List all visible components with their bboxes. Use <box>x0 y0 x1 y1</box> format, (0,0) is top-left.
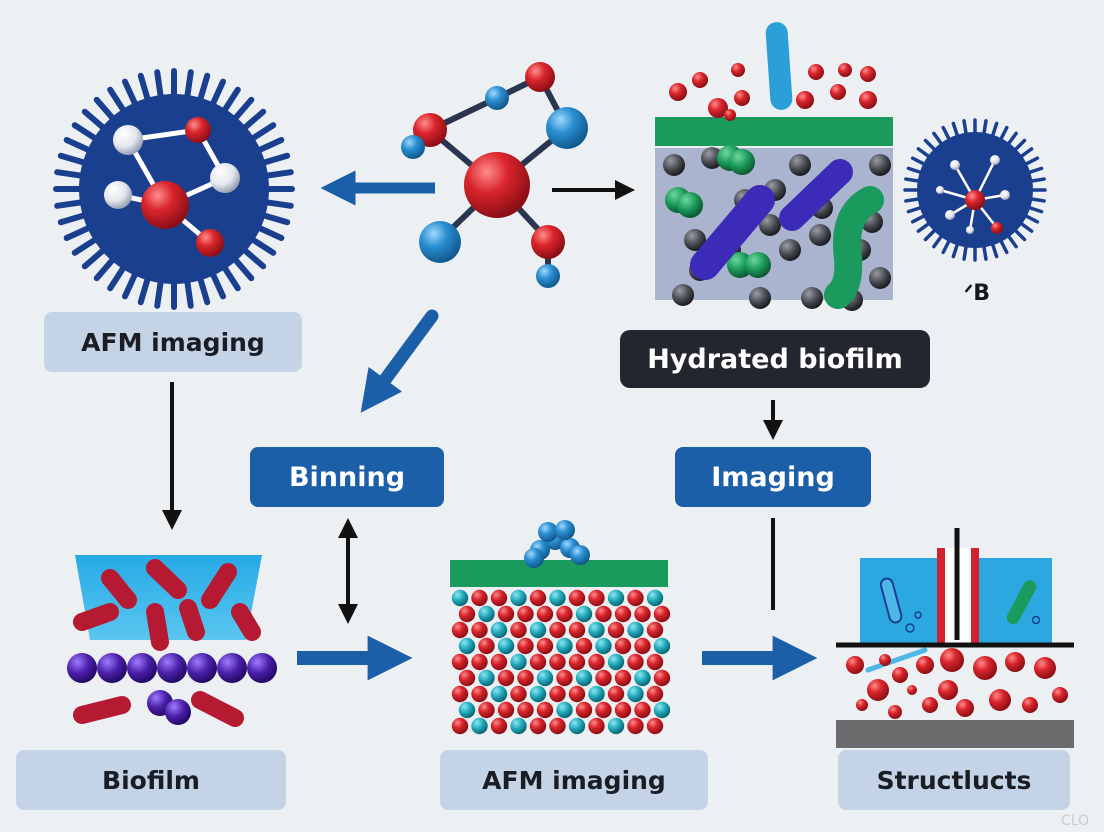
virus-particle-icon <box>53 68 295 310</box>
label-imaging: Imaging <box>675 447 871 507</box>
label-b-mark: ᐟB <box>963 280 991 306</box>
virus-particle-small-icon <box>903 118 1047 262</box>
label-structlucts: Structlucts <box>838 750 1070 810</box>
label-afm-imaging-top: AFM imaging <box>44 312 302 372</box>
molecule-network-icon <box>401 62 588 288</box>
arrow-molecule-to-binning <box>360 309 439 413</box>
label-afm-imaging-bottom: AFM imaging <box>440 750 708 810</box>
structure-cross-section-icon <box>836 528 1074 748</box>
flow-arrows <box>162 170 818 681</box>
label-hydrated-biofilm: Hydrated biofilm <box>620 330 930 388</box>
label-binning: Binning <box>250 447 444 507</box>
particle-lattice-icon <box>450 520 671 735</box>
biofilm-layer-icon <box>67 555 277 727</box>
biofilm-cross-section-icon <box>655 22 893 311</box>
label-biofilm: Biofilm <box>16 750 286 810</box>
watermark-text: CLO <box>1060 813 1090 829</box>
